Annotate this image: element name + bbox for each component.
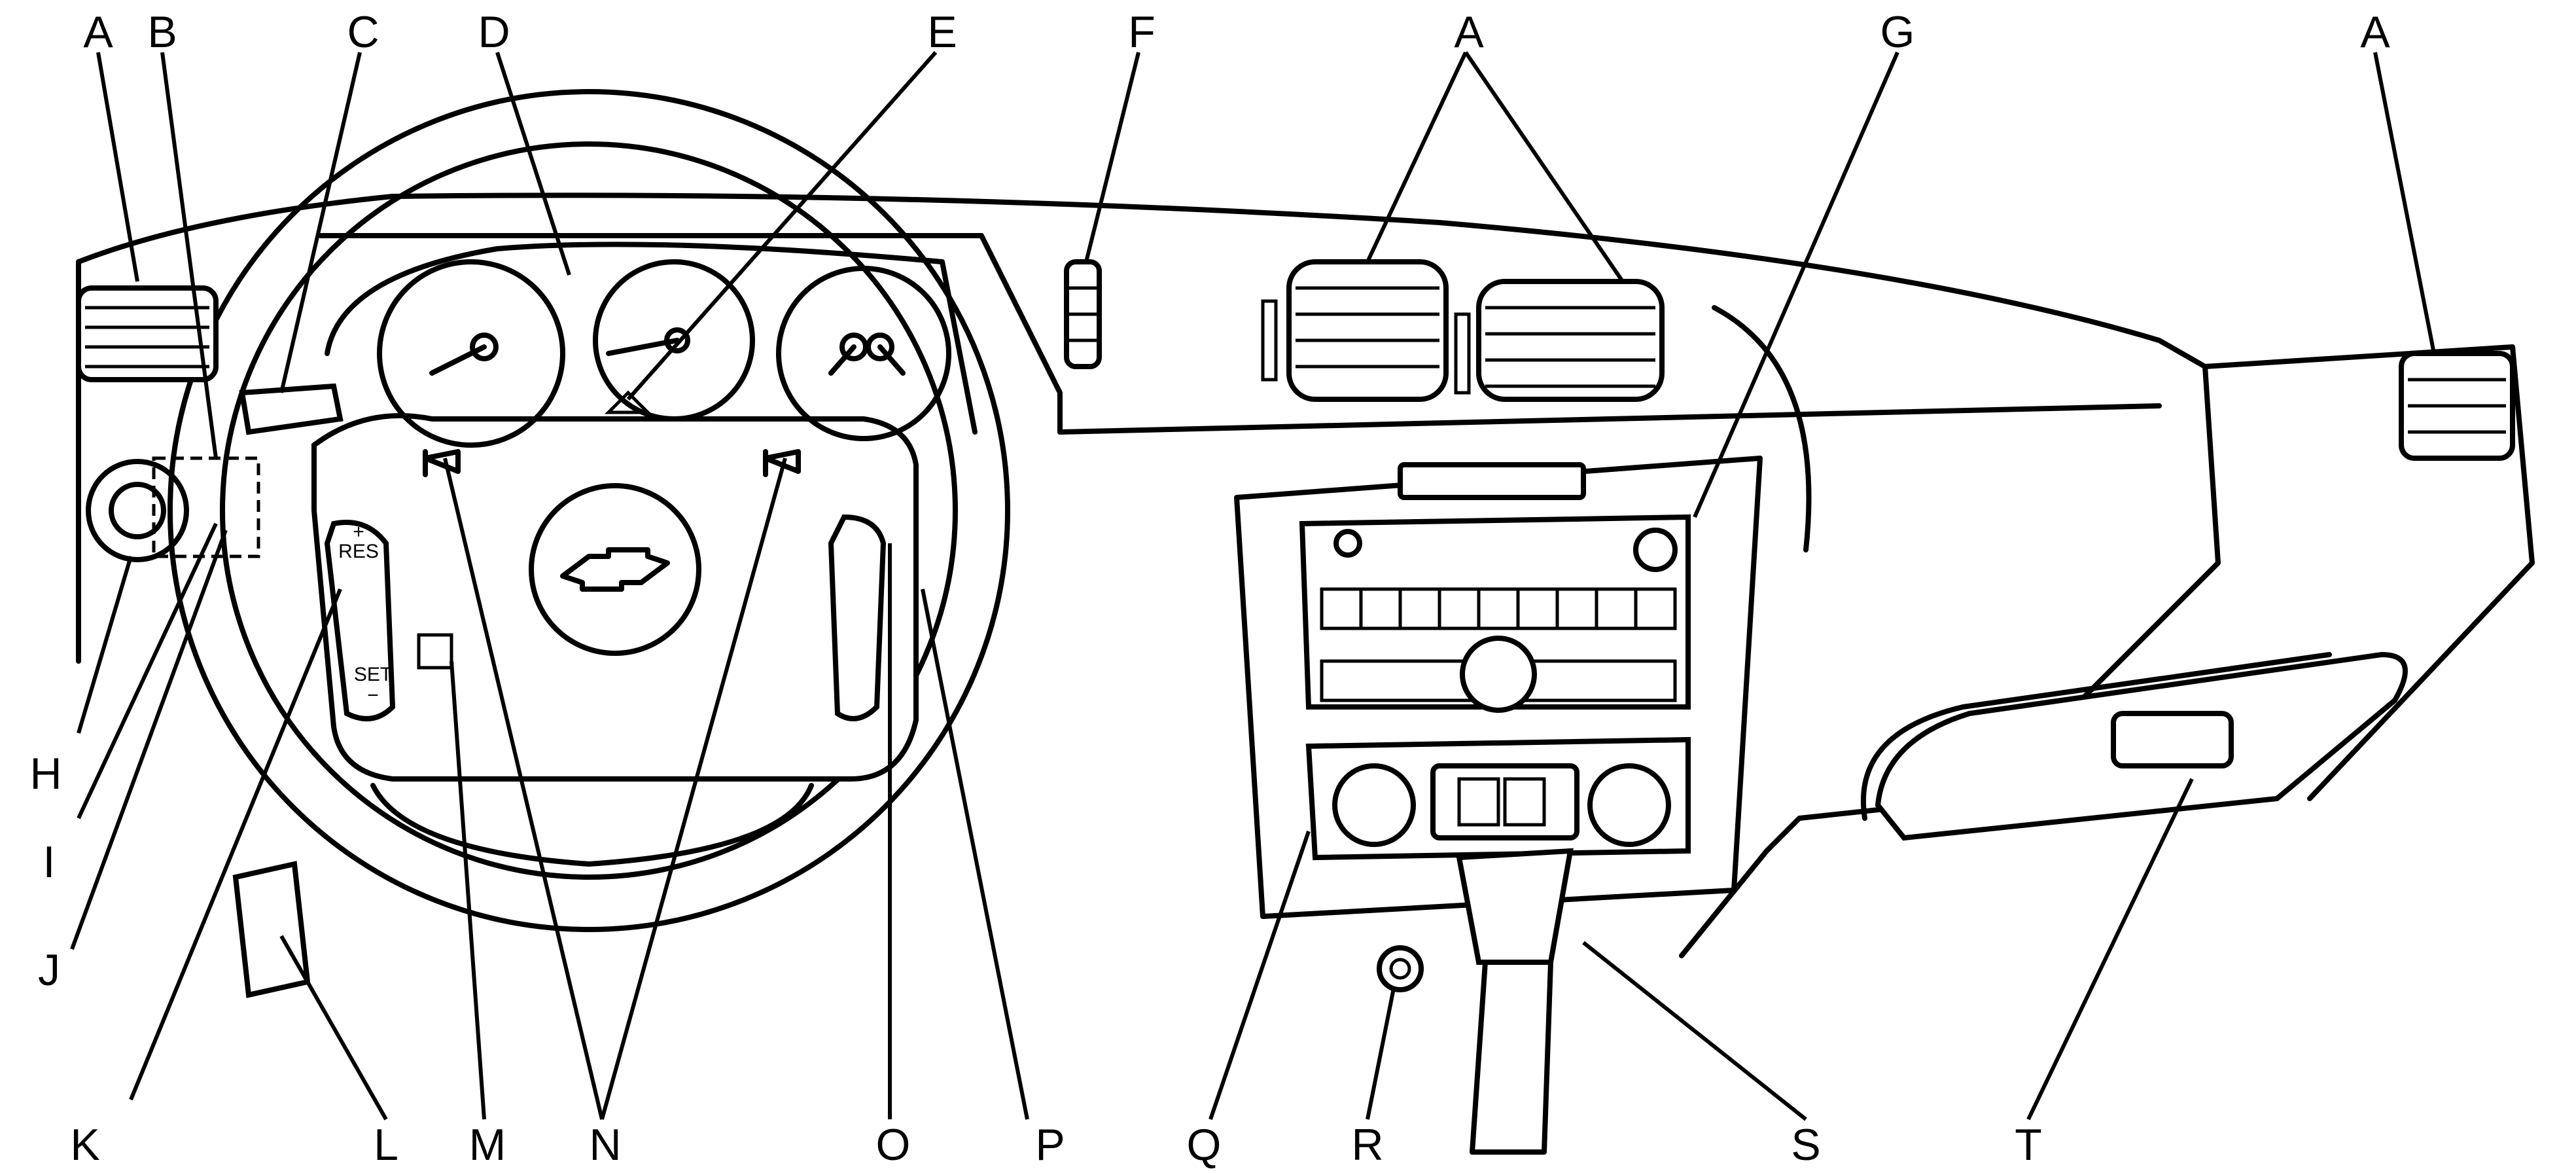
hazard-warning-icon [604, 390, 652, 414]
accessory-power-outlet [1377, 945, 1424, 992]
wheel-plus-label: + [353, 521, 364, 543]
ignition-switch [86, 459, 189, 562]
callout-q: Q [1187, 1120, 1222, 1170]
instrument-cluster [325, 242, 978, 448]
callout-k: K [70, 1120, 99, 1170]
callout-f: F [1128, 7, 1156, 57]
callout-n: N [589, 1120, 621, 1170]
callout-b: B [147, 7, 177, 57]
callout-r: R [1351, 1120, 1383, 1170]
callout-g: G [1880, 7, 1915, 57]
shift-lever [1456, 848, 1574, 1155]
callout-o: O [876, 1120, 911, 1170]
glove-box [1875, 651, 2408, 841]
callout-s: S [1791, 1120, 1820, 1170]
callout-a-right: A [2360, 7, 2390, 57]
steering-wheel [168, 89, 1010, 932]
airbag-indicator-icon [417, 633, 453, 670]
callout-labels: A B C D E F A G A H I J K L M N O P Q R … [29, 7, 2390, 1170]
audio-system [1299, 514, 1691, 713]
turn-signal-lever [239, 383, 344, 435]
hood-release [232, 861, 311, 998]
horn-icon-left [423, 449, 461, 477]
callout-t: T [2015, 1120, 2042, 1170]
callout-j: J [38, 945, 60, 995]
hazard-switch [1064, 259, 1102, 369]
wheel-set-label: SET [354, 664, 392, 685]
callout-p: P [1035, 1120, 1065, 1170]
right-outboard-vent [2399, 351, 2515, 461]
wheel-res-label: RES [338, 541, 379, 562]
callout-l: L [374, 1120, 398, 1170]
cruise-control-pad [324, 520, 396, 721]
leader-lines [70, 51, 2436, 1121]
callout-a-center: A [1454, 7, 1484, 57]
climate-controls [1305, 736, 1691, 861]
center-vents [1261, 259, 1665, 402]
center-stack [1234, 456, 1763, 919]
callout-c: C [347, 7, 379, 57]
left-switch-cluster [152, 456, 260, 558]
callout-d: D [478, 7, 510, 57]
wheel-minus-label: − [367, 685, 379, 706]
callout-i: I [43, 837, 56, 887]
left-outboard-vent [76, 285, 219, 382]
callout-a-left: A [83, 7, 113, 57]
callout-e: E [927, 7, 957, 57]
callout-h: H [29, 749, 62, 799]
callout-m: M [469, 1120, 506, 1170]
audio-control-pad [828, 514, 887, 721]
